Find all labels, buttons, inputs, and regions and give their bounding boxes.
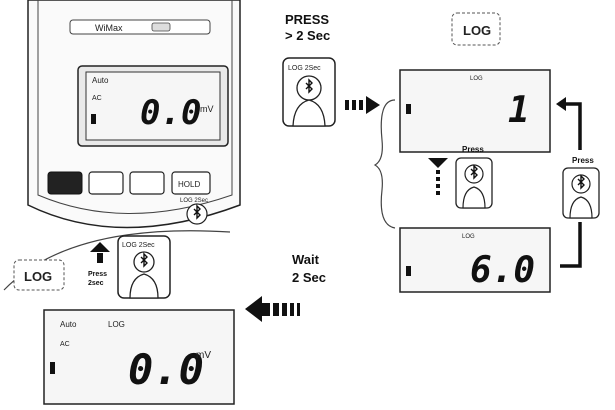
meter-log-label: LOG 2Sec <box>180 198 208 204</box>
log-button-label: LOG 2Sec <box>288 65 321 72</box>
meter-button-2[interactable] <box>88 171 124 195</box>
wait-line2: 2 Sec <box>292 270 326 285</box>
press-card-down[interactable] <box>455 157 493 209</box>
lcd-log-count-value: 6.0 <box>470 250 535 291</box>
arrow-left-icon <box>245 296 300 322</box>
meter-brand-switch <box>151 22 171 32</box>
result-lcd <box>43 309 235 405</box>
press-label-right: Press <box>572 156 594 165</box>
meter-lcd-unit: mV <box>200 104 214 114</box>
log-bubble-bottom: LOG <box>13 259 65 291</box>
brace-connector <box>373 99 396 229</box>
result-battery-icon <box>50 362 55 374</box>
arrow-right-icon <box>345 96 380 114</box>
result-press-label-2: 2sec <box>88 280 104 287</box>
meter-button-3[interactable] <box>129 171 165 195</box>
meter-inner-outline <box>37 0 233 214</box>
arrow-down-icon <box>428 158 448 195</box>
meter-brand-bar <box>69 19 211 35</box>
result-lcd-unit: mV <box>196 350 211 361</box>
arrow-up-icon <box>90 242 110 263</box>
result-lcd-log: LOG <box>108 320 125 329</box>
press-card-right[interactable] <box>562 167 600 219</box>
lcd-log-mode: LOG 1 <box>399 69 551 153</box>
result-log-button-label: LOG 2Sec <box>122 242 155 249</box>
log-bubble-top: LOG <box>451 12 501 46</box>
result-group: LOG Press 2sec LOG 2Sec Auto LOG AC 0.0 … <box>3 230 235 405</box>
meter-hold-label: HOLD <box>178 180 200 189</box>
result-log-button-card[interactable]: LOG 2Sec <box>117 235 171 299</box>
arrow-up-left-icon <box>556 97 582 150</box>
result-lcd-ac: AC <box>60 341 70 348</box>
lcd-log-count: LOG 6.0 <box>399 227 551 293</box>
meter-lcd-value: 0.0 <box>140 93 201 133</box>
meter-brand-text: WiMax <box>95 23 123 33</box>
wait-line1: Wait <box>292 252 320 267</box>
lcd-log-mode-value: 1 <box>508 90 530 131</box>
log-bubble-top-text: LOG <box>463 23 491 38</box>
meter-lcd <box>85 71 221 141</box>
meter-battery-icon <box>91 114 96 124</box>
meter-hold-button[interactable] <box>171 171 211 195</box>
lcd-log-mode-battery <box>406 104 411 114</box>
lcd-log-count-badge: LOG <box>462 234 475 240</box>
meter-lcd-mode: Auto <box>92 76 109 85</box>
lcd-log-count-battery <box>406 266 411 276</box>
press-title-line2: > 2 Sec <box>285 28 330 43</box>
press-title-line1: PRESS <box>285 12 329 27</box>
lcd-log-mode-badge: LOG <box>470 76 483 82</box>
meter-button-1[interactable] <box>47 171 83 195</box>
result-lcd-value: 0.0 <box>128 345 204 394</box>
result-lcd-mode: Auto <box>60 320 77 329</box>
connector-corner-icon <box>560 222 582 268</box>
meter-lcd-ac: AC <box>92 95 102 102</box>
press-label-down: Press <box>462 145 484 154</box>
multimeter: WiMax Auto AC 0.0 mV HOLD LOG 2Sec <box>27 0 241 229</box>
log-button-card[interactable]: LOG 2Sec <box>282 57 336 127</box>
log-bubble-bottom-text: LOG <box>24 269 52 284</box>
pressing-finger-icon <box>292 99 326 127</box>
result-press-label-1: Press <box>88 271 107 278</box>
